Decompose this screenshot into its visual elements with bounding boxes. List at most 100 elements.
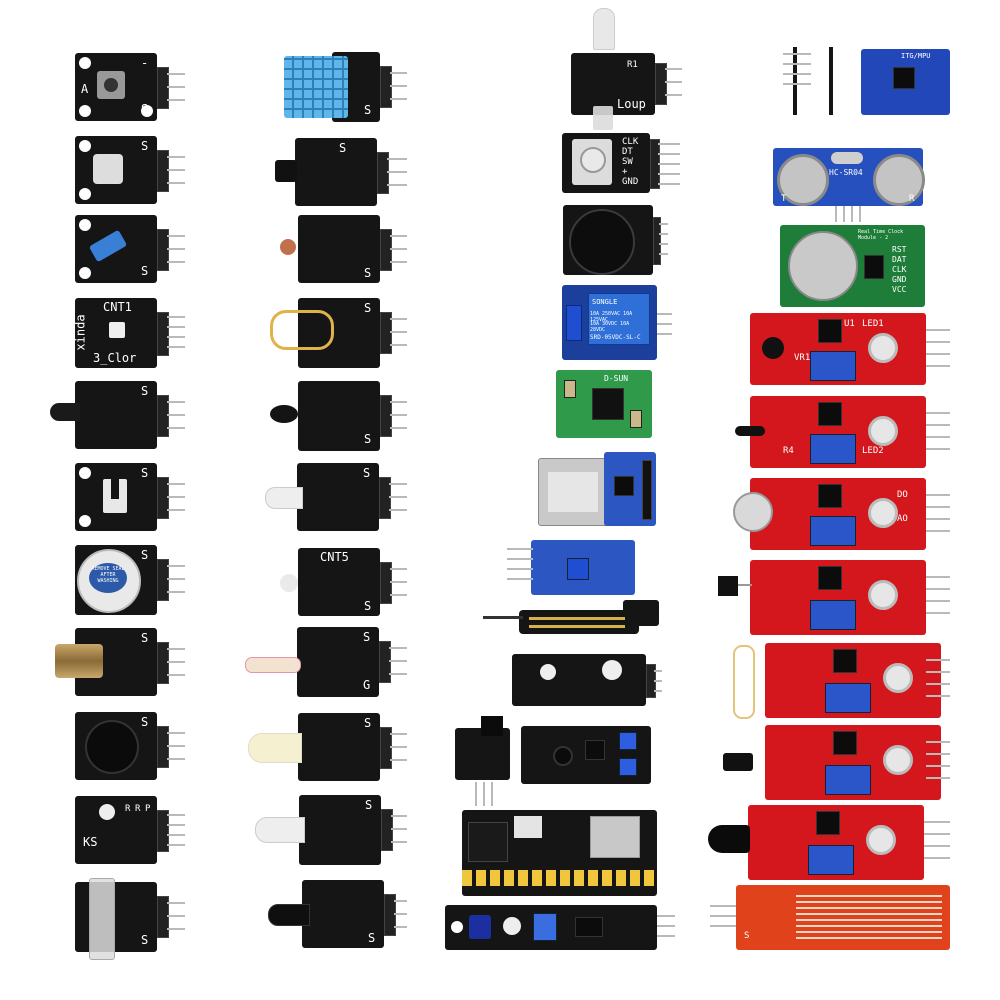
dc-converter-module: D-SUN	[556, 370, 656, 438]
small-rgb-label-ks: KS	[83, 835, 98, 849]
rtc-pin-vcc: VCC	[892, 285, 907, 294]
board-u1: U1	[844, 319, 855, 329]
key-switch-label-minus: -	[141, 56, 149, 70]
rgb-led-module: CNT1 xinda 3_Clor	[73, 298, 185, 368]
active-buzzer-sticker-text: REMOVE SEAL AFTER WASHING	[91, 566, 125, 584]
relay-model: SRD-05VDC-SL-C	[590, 334, 641, 341]
led-5mm-module: S	[248, 713, 407, 781]
ir-led-module: S	[265, 463, 407, 531]
gy521-title: ITG/MPU	[901, 52, 931, 60]
dht11-module: S	[282, 52, 407, 122]
rgb-led-label-side: xinda	[73, 314, 88, 351]
ir-pair-module	[455, 716, 660, 806]
active-buzzer-module: REMOVE SEAL AFTER WASHING S	[75, 545, 185, 615]
key-switch-label-s: S	[141, 102, 149, 116]
water-level-sensor: S	[710, 885, 950, 950]
avoidance-module	[445, 905, 675, 950]
encoder-pin-plus: +	[622, 167, 628, 177]
laser-label-s: S	[141, 631, 149, 645]
dht11-label-s: S	[364, 103, 372, 117]
key-switch-module: A S -	[75, 53, 185, 121]
rtc-module: Real Time Clock Module - 2 RST DAT CLK G…	[780, 225, 925, 307]
passive-buzzer-label-s: S	[141, 715, 149, 729]
laser-module: S	[55, 628, 185, 696]
relay-text-2: 10A 30VDC 10A 28VDC	[590, 321, 630, 333]
reed-analog-board	[733, 643, 950, 719]
water-label-s: S	[744, 931, 750, 941]
tilt-switch-module: S	[75, 215, 185, 283]
board-r4: R4	[783, 446, 794, 456]
board-led1: LED1	[862, 319, 884, 329]
photo-interrupter-module: S	[75, 463, 185, 531]
touch-analog-board	[723, 725, 950, 800]
relay-text-1: 10A 250VAC 10A 125VAC	[590, 311, 633, 323]
flame-ir-module: R1 Loup	[571, 8, 682, 130]
flame-ir-label-r1: R1	[627, 60, 638, 70]
dc-converter-brand: D-SUN	[604, 374, 629, 383]
rtc-title: Real Time Clock Module - 2	[858, 229, 904, 241]
tracking-module	[512, 654, 662, 706]
ir-transmitter-label-s: S	[365, 798, 373, 812]
temp-sensor-label-s: S	[141, 384, 149, 398]
small-rgb-label-top: R	[125, 804, 131, 814]
joystick-module	[563, 205, 668, 275]
small-rgb-label-p: P	[145, 804, 151, 814]
gy521-module: ITG/MPU	[783, 43, 950, 118]
temp-analog-board: LED2 R4	[735, 396, 950, 468]
breadboard-power-module	[462, 810, 657, 896]
small-rgb-module: KS R R P	[75, 796, 185, 864]
reed-switch-module: S	[270, 298, 407, 368]
sd-card-module	[538, 452, 656, 526]
ultrasonic-label-t: T	[781, 194, 787, 204]
key-switch-label-a: A	[81, 82, 89, 96]
flame-ir-label-loup: Loup	[617, 97, 646, 111]
magic-cup-label-s: S	[363, 630, 371, 644]
board-ao: AO	[897, 514, 908, 524]
rtc-pin-gnd: GND	[892, 275, 907, 284]
passive-buzzer-module: S	[75, 712, 185, 780]
small-rgb-label-r: R	[135, 804, 141, 814]
encoder-pin-sw: SW	[622, 157, 633, 167]
tilt-switch-label-s: S	[141, 264, 149, 278]
encoder-pin-gnd: GND	[622, 177, 639, 187]
two-color-led-label-top: CNT5	[320, 550, 349, 564]
reed-switch-label-s: S	[364, 301, 372, 315]
active-buzzer-sticker	[89, 563, 127, 593]
ultrasonic-label-r: R	[909, 194, 915, 204]
photoresistor-module: S	[280, 215, 407, 283]
ir-led-label-s: S	[363, 466, 371, 480]
encoder-pin-clk: CLK	[622, 137, 639, 147]
two-color-led-module: CNT5 S	[280, 548, 407, 616]
led-5mm-label-s: S	[364, 716, 372, 730]
photoresistor-label-s: S	[364, 266, 372, 280]
rtc-pin-clk: CLK	[892, 265, 907, 274]
mercury-tilt-label-s: S	[141, 933, 149, 947]
encoder-pin-dt: DT	[622, 147, 633, 157]
rtc-pin-rst: RST	[892, 245, 907, 254]
rgb-led-label-bottom: 3_Clor	[93, 351, 137, 365]
hall-analog-board	[718, 560, 950, 635]
rotary-encoder-module: CLK DT SW + GND	[562, 133, 680, 193]
magic-cup-module: S G	[245, 627, 407, 697]
temp-sensor-module: S	[50, 381, 185, 449]
flame-analog-board	[708, 805, 950, 880]
board-do: DO	[897, 490, 908, 500]
soil-sensor-module	[483, 540, 675, 650]
ir-receiver-label-s: S	[339, 141, 347, 155]
mercury-tilt-module: S	[75, 878, 185, 960]
sound-sensor-board: LED1 VR1 U1	[750, 313, 950, 385]
ir-receiver-module: S	[275, 138, 407, 206]
board-led2: LED2	[862, 446, 884, 456]
magic-cup-label-g: G	[363, 678, 371, 692]
active-buzzer-label-s: S	[141, 548, 149, 562]
mic-analog-board: AO DO	[733, 478, 950, 550]
vibration-module: S	[268, 880, 407, 948]
vibration-label-s: S	[368, 931, 376, 945]
ultrasonic-module: HC-SR04 T R	[773, 148, 925, 223]
ds18b20-label-s: S	[364, 432, 372, 446]
rtc-pin-dat: DAT	[892, 255, 907, 264]
ir-transmitter-module: S	[255, 795, 407, 865]
flash-led-label-s: S	[141, 139, 149, 153]
relay-brand: SONGLE	[592, 298, 618, 306]
flash-led-module: S	[75, 136, 185, 204]
